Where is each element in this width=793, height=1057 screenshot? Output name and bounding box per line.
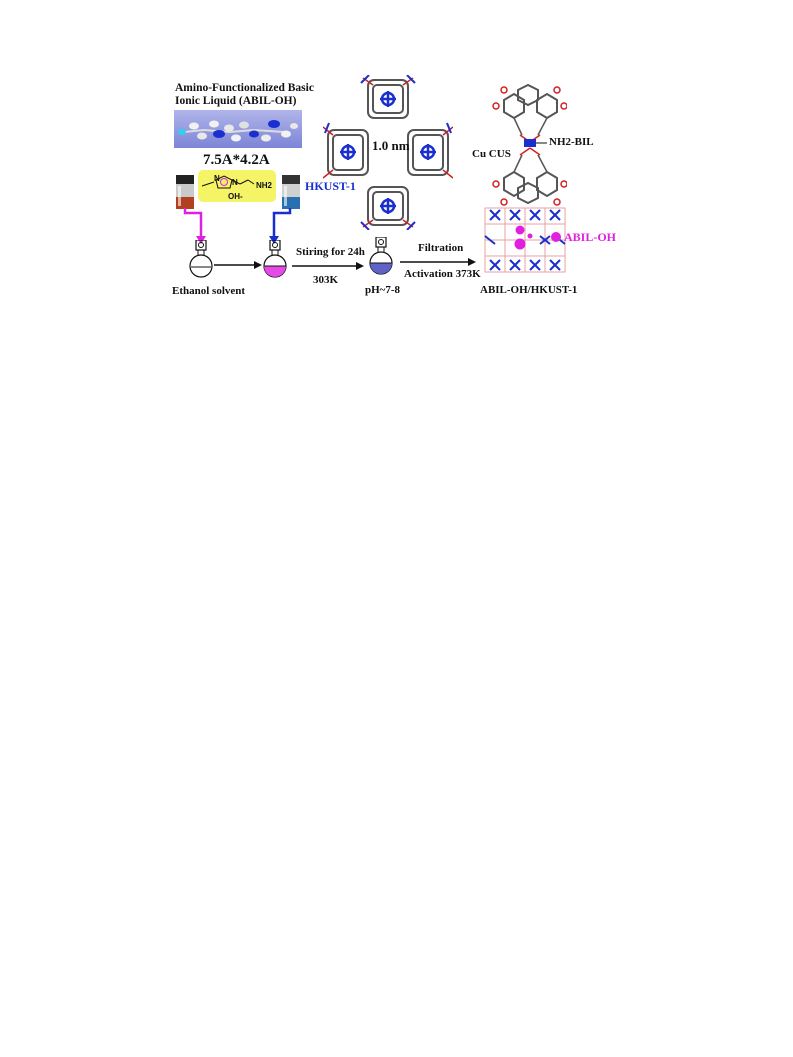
ph-label: pH~7-8 [365, 284, 401, 296]
pore-size-label: 1.0 nm [372, 138, 410, 153]
stirring-arrow [292, 262, 364, 270]
abil-title-line1: Amino-Functionalized Basic [175, 82, 314, 94]
composite-structure-image [484, 207, 566, 273]
ring-n1-label: N [214, 174, 220, 183]
abil-3d-model-image [174, 110, 302, 148]
abil-vial-image [176, 175, 194, 209]
filtration-arrow [400, 258, 476, 266]
ionic-liquid-structure-box [198, 170, 276, 202]
abil-title-line2: Ionic Liquid (ABIL-OH) [175, 95, 297, 107]
activation-label: Activation 373K [404, 268, 481, 280]
temperature-303k-label: 303K [313, 274, 339, 286]
stirring-label: Stiring for 24h [296, 246, 365, 258]
mixture-flask-icon [263, 240, 287, 278]
product-flask-icon [369, 237, 393, 275]
filtration-label: Filtration [418, 242, 464, 254]
mixing-arrow [214, 261, 262, 269]
ethanol-flask-icon [189, 240, 213, 278]
molecule-dimension-label: 7.5A*4.2A [203, 152, 270, 168]
ionic-liquid-structure-diagram [201, 175, 255, 189]
cu-cus-label: Cu CUS [472, 148, 511, 160]
amine-group-label: NH2 [256, 181, 273, 190]
hkust-pore-structure-image [323, 75, 453, 230]
abil-oh-legend-dot [551, 232, 561, 242]
counter-ion-label: OH- [228, 192, 243, 201]
abil-oh-legend-label: ABIL-OH [564, 230, 617, 244]
nh2-bil-label: NH2-BIL [549, 136, 594, 148]
ethanol-solvent-label: Ethanol solvent [172, 285, 246, 297]
ring-n2-label: N [232, 178, 238, 187]
composite-label: ABIL-OH/HKUST-1 [480, 284, 578, 296]
cu-cus-structure-image [492, 83, 567, 206]
hkust-label: HKUST-1 [305, 179, 356, 193]
hkust-vial-image [282, 175, 300, 209]
